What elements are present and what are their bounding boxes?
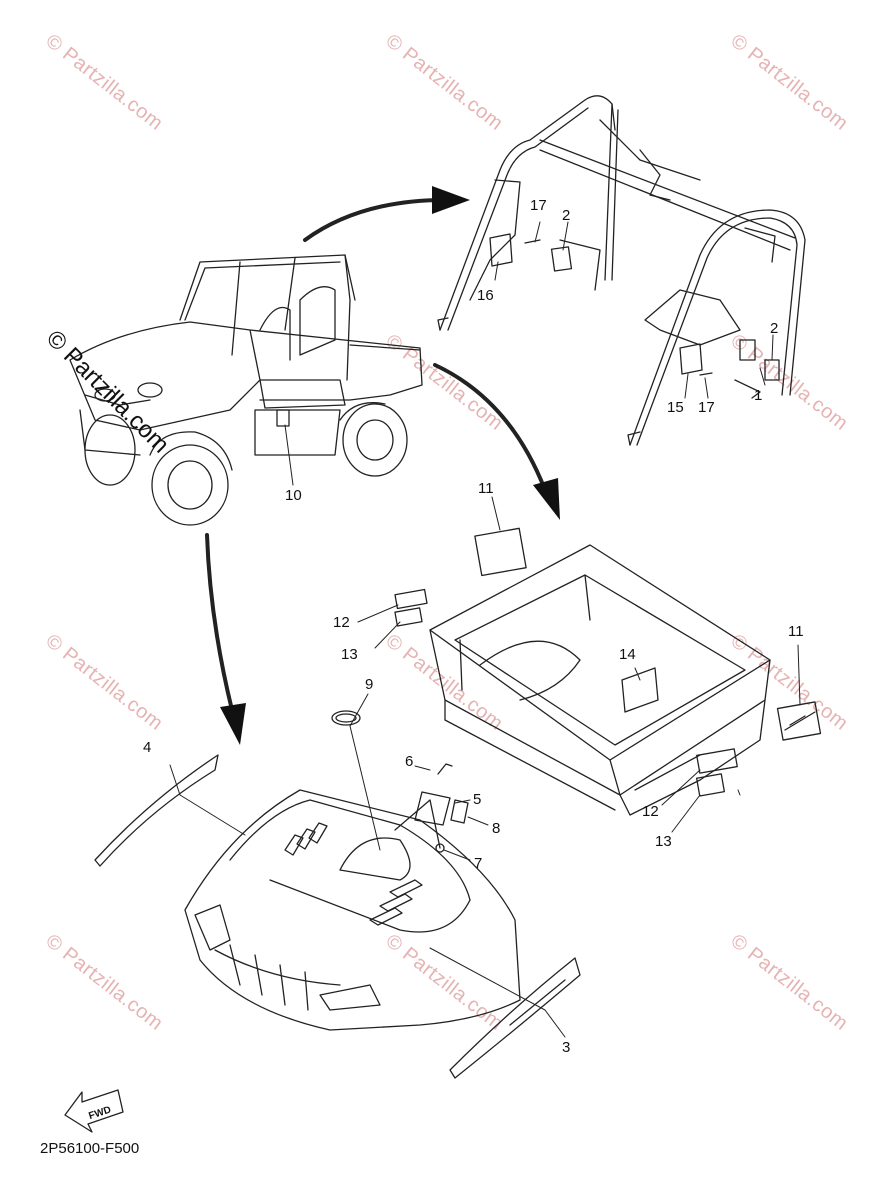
callout-13-left: 13	[341, 646, 358, 663]
callout-7: 7	[474, 855, 482, 872]
callout-17-right: 17	[698, 399, 715, 416]
callout-8: 8	[492, 820, 500, 837]
callout-14: 14	[619, 646, 636, 663]
fwd-arrow-icon	[64, 1089, 124, 1133]
callout-5: 5	[473, 791, 481, 808]
cargo-bed	[394, 527, 822, 816]
callout-15: 15	[667, 399, 684, 416]
callout-2-cage-right: 2	[770, 320, 778, 337]
callout-6: 6	[405, 753, 413, 770]
arrow-head-cage	[432, 186, 470, 214]
vehicle-overview	[69, 254, 423, 526]
roll-cage	[437, 95, 806, 446]
front-hood	[94, 710, 581, 1079]
callout-3: 3	[562, 1039, 570, 1056]
callout-4: 4	[143, 739, 151, 756]
arrow-head-bed	[533, 478, 560, 520]
callout-2-cage-left: 2	[562, 207, 570, 224]
callout-10: 10	[285, 487, 302, 504]
diagram-code: 2P56100-F500	[40, 1140, 140, 1157]
arrow-head-hood	[220, 703, 246, 745]
callout-13-right: 13	[655, 833, 672, 850]
callout-12-right: 12	[642, 803, 659, 820]
direction-arrows	[205, 198, 547, 712]
callout-11-bed-side: 11	[788, 623, 804, 640]
callout-numbers: 1 2 2 3 4 5 6 7 8 9 10 11 11 12 12 13 13…	[143, 197, 804, 1056]
callout-9: 9	[365, 676, 373, 693]
callout-12-left: 12	[333, 614, 350, 631]
callout-17-left: 17	[530, 197, 547, 214]
callout-1: 1	[754, 387, 762, 404]
callout-11-bed-top: 11	[478, 480, 494, 497]
leader-lines	[169, 221, 801, 1038]
callout-16: 16	[477, 287, 494, 304]
